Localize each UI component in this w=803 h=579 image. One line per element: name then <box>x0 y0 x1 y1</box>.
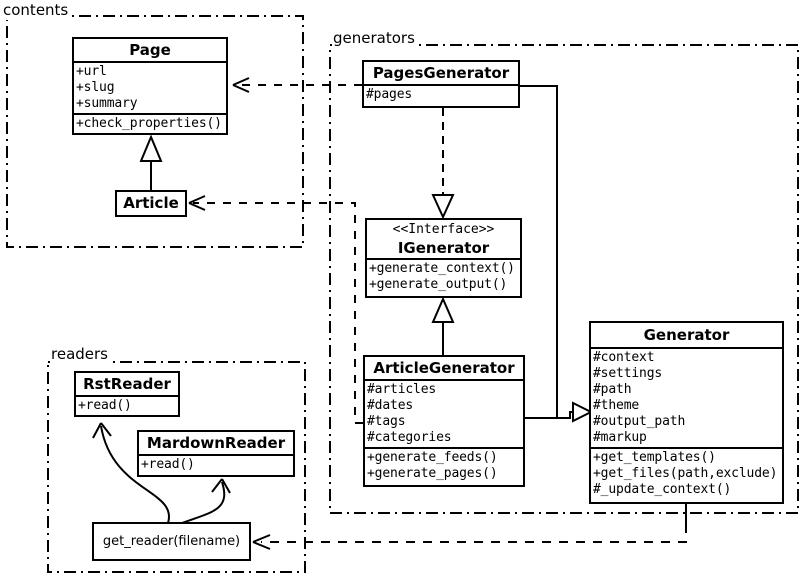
attributes-compartment-generator: #context #settings #path #theme #output_… <box>591 347 782 447</box>
method-row: +generate_feeds() <box>367 450 498 465</box>
class-name-pagesgenerator: PagesGenerator <box>372 64 510 82</box>
attributes-compartment-articlegenerator: #articles #dates #tags #categories <box>365 379 523 447</box>
method-row: +get_templates() <box>593 450 716 465</box>
attribute-row: #dates <box>367 398 414 413</box>
class-box-rstreader: RstReader +read() <box>74 371 180 417</box>
attributes-compartment-page: +url +slug +summary <box>74 61 226 113</box>
attribute-row: #categories <box>367 430 452 445</box>
attribute-row: #settings <box>593 366 663 381</box>
method-row: +get_files(path,exclude) <box>593 466 778 481</box>
dependency-arrow-articlegenerator-to-article <box>188 195 363 424</box>
class-box-page: Page +url +slug +summary +check_properti… <box>72 37 228 135</box>
method-row: #_update_context() <box>593 482 732 497</box>
class-box-mardownreader: MardownReader +read() <box>137 430 295 477</box>
class-name-article: Article <box>123 194 179 212</box>
method-row: +generate_context() <box>369 261 515 276</box>
inheritance-arrow-article-to-page <box>139 134 163 190</box>
method-row: +read() <box>78 398 132 413</box>
class-name-page: Page <box>129 41 171 59</box>
method-row: +check_properties() <box>76 116 222 131</box>
curved-arrow-getreader-to-mardownreader <box>181 478 231 524</box>
class-name-generator: Generator <box>643 326 730 344</box>
package-label-generators: generators <box>332 29 419 48</box>
attributes-compartment-pagesgenerator: #pages <box>364 84 518 104</box>
attribute-row: +summary <box>76 96 138 111</box>
attribute-row: #path <box>593 382 632 397</box>
class-box-igenerator: <<Interface>> IGenerator +generate_conte… <box>365 218 522 298</box>
method-row: +generate_output() <box>369 277 508 292</box>
methods-compartment-articlegenerator: +generate_feeds() +generate_pages() <box>365 447 523 483</box>
class-name-mardownreader: MardownReader <box>146 434 286 452</box>
inheritance-arrow-generators-to-generator <box>520 85 594 423</box>
class-name-articlegenerator: ArticleGenerator <box>373 359 515 377</box>
methods-compartment-mardownreader: +read() <box>139 454 293 474</box>
package-label-contents: contents <box>2 1 73 20</box>
stereotype-igenerator: <<Interface>> <box>392 222 495 237</box>
dependency-arrow-pagesgenerator-to-page <box>232 77 362 93</box>
function-box-get-reader: get_reader(filename) <box>92 522 251 561</box>
methods-compartment-generator: +get_templates() +get_files(path,exclude… <box>591 447 782 499</box>
class-box-articlegenerator: ArticleGenerator #articles #dates #tags … <box>363 355 525 487</box>
attribute-row: #output_path <box>593 414 686 429</box>
class-name-igenerator: IGenerator <box>397 239 490 257</box>
attribute-row: +url <box>76 64 107 79</box>
methods-compartment-page: +check_properties() <box>74 113 226 133</box>
attribute-row: #context <box>593 350 655 365</box>
class-box-article: Article <box>115 190 187 217</box>
class-name-rstreader: RstReader <box>83 375 171 393</box>
methods-compartment-igenerator: +generate_context() +generate_output() <box>367 258 520 294</box>
attribute-row: #markup <box>593 430 647 445</box>
realization-arrow-pagesgenerator-to-igenerator <box>431 108 455 220</box>
method-row: +generate_pages() <box>367 466 498 481</box>
inheritance-arrow-articlegenerator-to-igenerator <box>431 296 455 355</box>
function-label-get-reader: get_reader(filename) <box>102 534 241 549</box>
attribute-row: #theme <box>593 398 640 413</box>
attribute-row: #articles <box>367 382 437 397</box>
attribute-row: #tags <box>367 414 406 429</box>
class-box-generator: Generator #context #settings #path #them… <box>589 321 784 504</box>
attribute-row: +slug <box>76 80 115 95</box>
package-border-generators <box>329 44 799 514</box>
dependency-arrow-generator-to-getreader <box>252 504 687 550</box>
package-border-readers <box>47 361 306 573</box>
methods-compartment-rstreader: +read() <box>76 395 178 415</box>
package-border-contents <box>6 15 304 248</box>
package-label-readers: readers <box>50 345 112 364</box>
curved-arrow-getreader-to-rstreader <box>92 422 171 524</box>
attribute-row: #pages <box>366 87 413 102</box>
class-box-pagesgenerator: PagesGenerator #pages <box>362 60 520 108</box>
method-row: +read() <box>141 457 195 472</box>
